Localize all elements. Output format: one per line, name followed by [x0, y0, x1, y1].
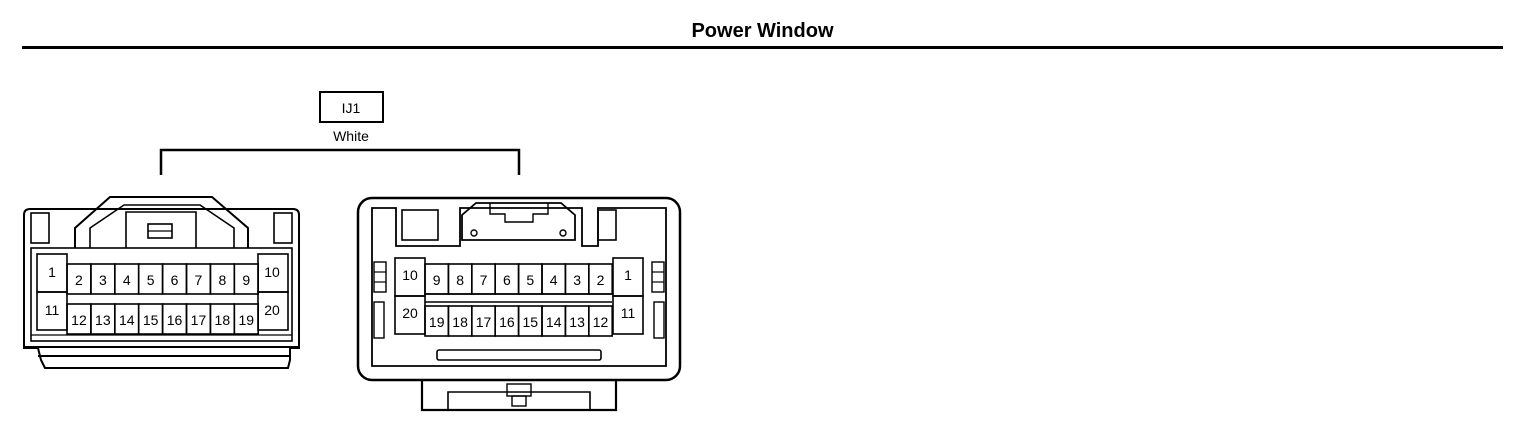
pin-label: 12 [593, 314, 609, 330]
pin-cavity [233, 263, 260, 295]
pin-label: 18 [215, 312, 231, 328]
pin-label: 8 [456, 272, 464, 288]
pin-label: 19 [238, 312, 254, 328]
right-lock-latch [461, 202, 576, 241]
pin-label: 14 [119, 312, 135, 328]
page-title: Power Window [691, 20, 834, 42]
right-bottom-pin-row: 19 18 17 16 15 14 13 12 [424, 305, 613, 337]
pin-label: 4 [550, 272, 558, 288]
connector-code-label: IJ1 White [319, 91, 384, 144]
connector-code: IJ1 [342, 100, 361, 116]
pin-label: 6 [503, 272, 511, 288]
pin-label: 1 [48, 264, 56, 280]
pin-label: 9 [242, 272, 250, 288]
pin-cavity [233, 303, 260, 335]
pin-label: 1 [624, 267, 632, 283]
left-bottom-pin-row: 12 13 14 15 16 17 18 19 [66, 303, 260, 335]
pin-label: 6 [171, 272, 179, 288]
pin-label: 13 [569, 314, 585, 330]
pin-label: 2 [597, 272, 605, 288]
pin-label: 10 [402, 267, 418, 283]
pin-label: 5 [147, 272, 155, 288]
pin-label: 3 [99, 272, 107, 288]
left-connector-body [23, 208, 300, 369]
pin-cavity [587, 263, 613, 295]
pin-label: 17 [191, 312, 207, 328]
pin-label: 20 [264, 302, 280, 318]
pin-label: 11 [45, 302, 60, 318]
pin-label: 8 [218, 272, 226, 288]
pin-label: 11 [621, 305, 636, 321]
view-bracket [159, 148, 521, 175]
pin-label: 9 [433, 272, 441, 288]
pin-label: 10 [264, 264, 280, 280]
pin-label: 12 [71, 312, 87, 328]
pin-label: 4 [123, 272, 131, 288]
pin-label: 15 [523, 314, 539, 330]
pin-label: 20 [402, 305, 418, 321]
pin-label: 7 [480, 272, 488, 288]
pin-label: 7 [195, 272, 203, 288]
pin-cavity [587, 305, 613, 337]
pin-label: 14 [546, 314, 562, 330]
pin-label: 16 [167, 312, 183, 328]
pin-label: 13 [95, 312, 111, 328]
title-divider [22, 46, 1503, 49]
connector-color: White [333, 128, 369, 144]
pin-label: 19 [429, 314, 445, 330]
pin-label: 3 [573, 272, 581, 288]
right-connector-body [356, 196, 682, 382]
pin-label: 5 [526, 272, 534, 288]
pin-label: 17 [476, 314, 492, 330]
pin-label: 15 [143, 312, 159, 328]
pin-label: 2 [75, 272, 83, 288]
pin-label: 16 [499, 314, 515, 330]
pin-label: 18 [452, 314, 468, 330]
left-lock-latch [74, 196, 249, 248]
